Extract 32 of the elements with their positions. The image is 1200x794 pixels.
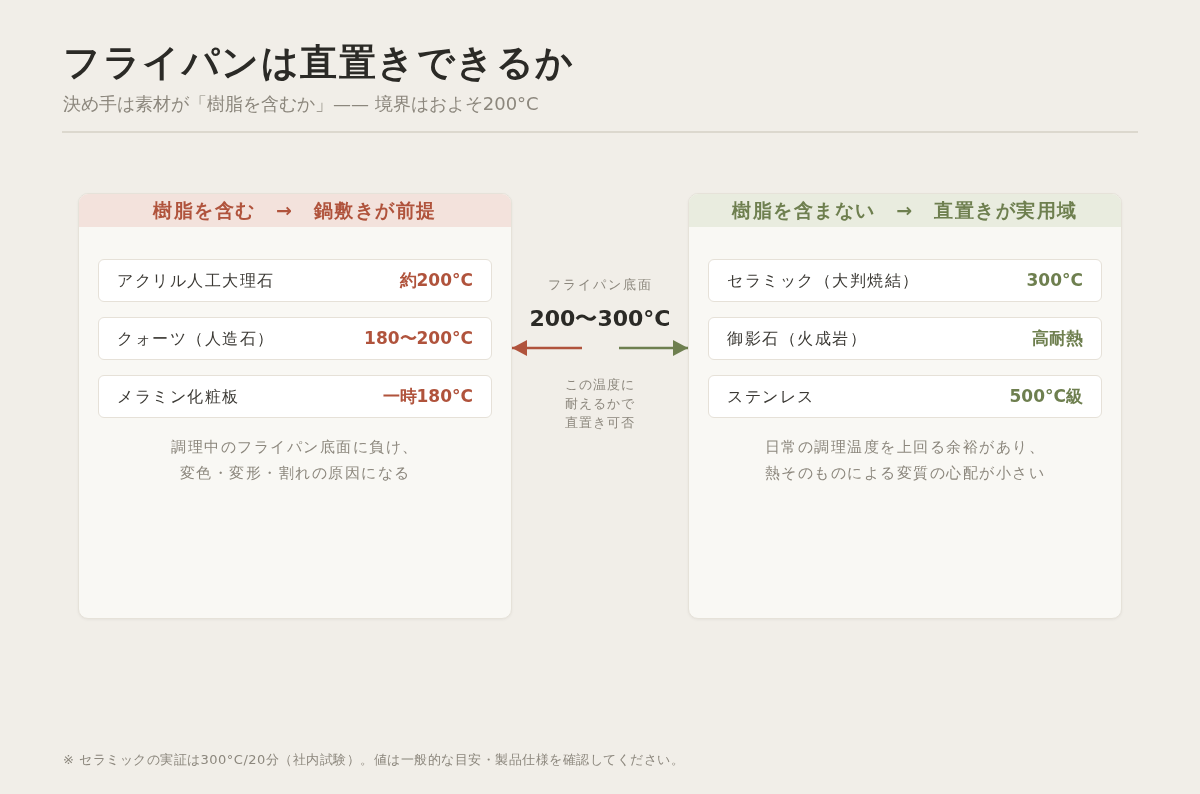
material-name: 御影石（火成岩） [727, 327, 867, 350]
material-row [98, 375, 492, 418]
subtitle: 決め手は素材が「樹脂を含むか」—— 境界はおよそ200°C [63, 92, 539, 116]
temperature-value: 300°C [1026, 268, 1083, 292]
temperature-value: 500°C級 [1009, 384, 1083, 408]
arrow [619, 340, 688, 356]
material-name: セラミック（大判焼結） [727, 269, 920, 292]
panel-card [78, 193, 512, 619]
material-row [98, 259, 492, 302]
temperature-value: 一時180°C [382, 384, 473, 408]
temperature-value: 約200°C [399, 268, 473, 292]
temperature-range: 200〜300°C [529, 305, 671, 333]
material-name: クォーツ（人造石） [117, 327, 275, 350]
material-row [98, 317, 492, 360]
material-name: ステンレス [727, 385, 815, 408]
title: フライパンは直置きできるか [63, 40, 575, 86]
material-row [708, 317, 1102, 360]
panel-header: 樹脂を含む → 鍋敷きが前提 [79, 194, 511, 227]
panel-note: 調理中のフライパン底面に負け、変色・変形・割れの原因になる [170, 437, 420, 484]
explanation-text: この温度に耐えるかで直置き可否 [564, 376, 636, 432]
temperature-value: 180〜200°C [364, 326, 473, 350]
material-row [708, 259, 1102, 302]
material-name: メラミン化粧板 [117, 385, 240, 408]
panel-header: 樹脂を含まない → 直置きが実用域 [689, 194, 1121, 227]
arrow [512, 340, 582, 356]
caption-text: フライパン底面 [547, 276, 653, 294]
temperature-value: 高耐熱 [1032, 326, 1083, 350]
material-name: アクリル人工大理石 [117, 269, 275, 292]
panel-card [688, 193, 1122, 619]
material-row [708, 375, 1102, 418]
footnote: ※ セラミックの実証は300°C/20分（社内試験）。値は一般的な目安・製品仕様を確認してください。 [63, 751, 685, 769]
panel-note: 日常の調理温度を上回る余裕があり、熱そのものによる変質の心配が小さい [763, 437, 1047, 484]
